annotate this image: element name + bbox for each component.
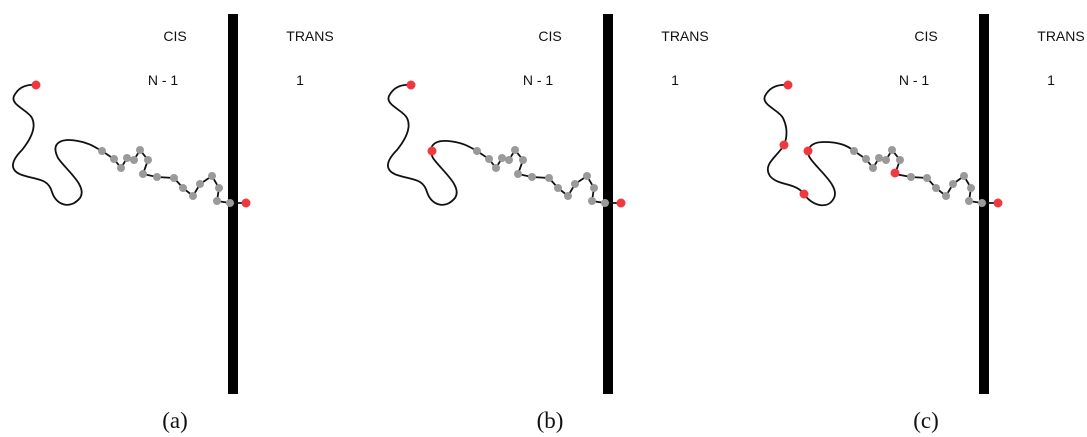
cis-label: CIS bbox=[163, 28, 186, 44]
monomer-bead bbox=[869, 164, 877, 172]
highlighted-monomers bbox=[31, 80, 251, 208]
panel-caption: (c) bbox=[913, 408, 939, 433]
red-monomer bbox=[783, 80, 793, 90]
monomer-bead bbox=[545, 174, 553, 182]
monomer-bead bbox=[590, 184, 598, 192]
monomer-bead bbox=[123, 154, 131, 162]
cis-label: CIS bbox=[538, 28, 561, 44]
panel-c: CIS TRANS N - 1 1 bbox=[763, 14, 1085, 433]
monomer-bead bbox=[485, 155, 493, 163]
chain-beads bbox=[98, 146, 234, 207]
monomer-bead bbox=[528, 173, 536, 181]
monomer-bead bbox=[179, 184, 187, 192]
monomer-bead bbox=[978, 199, 986, 207]
monomer-bead bbox=[492, 164, 500, 172]
cis-count: N - 1 bbox=[148, 72, 179, 88]
red-monomer bbox=[406, 80, 416, 90]
monomer-bead bbox=[896, 156, 904, 164]
monomer-bead bbox=[144, 156, 152, 164]
monomer-bead bbox=[511, 146, 519, 154]
red-monomer bbox=[616, 198, 626, 208]
monomer-bead bbox=[967, 184, 975, 192]
monomer-bead bbox=[875, 154, 883, 162]
monomer-bead bbox=[215, 184, 223, 192]
monomer-bead bbox=[514, 170, 522, 178]
trans-count: 1 bbox=[671, 72, 679, 88]
monomer-bead bbox=[960, 172, 968, 180]
panel-b: CIS TRANS N - 1 1 bbox=[387, 14, 709, 433]
monomer-bead bbox=[196, 180, 204, 188]
monomer-bead bbox=[153, 173, 161, 181]
highlighted-monomers bbox=[779, 80, 1003, 208]
monomer-bead bbox=[942, 192, 950, 200]
monomer-bead bbox=[498, 154, 506, 162]
panel-caption: (a) bbox=[162, 408, 188, 433]
monomer-bead bbox=[949, 180, 957, 188]
monomer-bead bbox=[473, 147, 481, 155]
highlighted-monomers bbox=[406, 80, 626, 208]
monomer-bead bbox=[907, 173, 915, 181]
monomer-bead bbox=[564, 192, 572, 200]
trans-count: 1 bbox=[1047, 72, 1055, 88]
monomer-bead bbox=[170, 174, 178, 182]
cis-count: N - 1 bbox=[523, 72, 554, 88]
monomer-bead bbox=[519, 156, 527, 164]
red-monomer bbox=[31, 80, 41, 90]
monomer-bead bbox=[882, 156, 890, 164]
monomer-bead bbox=[130, 156, 138, 164]
monomer-bead bbox=[862, 155, 870, 163]
monomer-bead bbox=[226, 199, 234, 207]
monomer-bead bbox=[189, 192, 197, 200]
monomer-bead bbox=[888, 146, 896, 154]
red-monomer bbox=[779, 140, 789, 150]
chain-beads bbox=[850, 146, 986, 207]
monomer-bead bbox=[583, 172, 591, 180]
monomer-bead bbox=[554, 184, 562, 192]
monomer-bead bbox=[117, 164, 125, 172]
panel-caption: (b) bbox=[537, 408, 564, 433]
polymer-chain bbox=[763, 83, 998, 207]
monomer-bead bbox=[136, 146, 144, 154]
trans-label: TRANS bbox=[286, 28, 333, 44]
red-monomer bbox=[890, 168, 900, 178]
trans-label: TRANS bbox=[661, 28, 708, 44]
cis-label: CIS bbox=[914, 28, 937, 44]
monomer-bead bbox=[588, 197, 596, 205]
monomer-bead bbox=[923, 174, 931, 182]
monomer-bead bbox=[571, 180, 579, 188]
red-monomer bbox=[427, 146, 437, 156]
monomer-bead bbox=[850, 147, 858, 155]
monomer-bead bbox=[110, 155, 118, 163]
red-monomer bbox=[799, 189, 809, 199]
polymer-chain bbox=[387, 83, 621, 206]
cis-count: N - 1 bbox=[899, 72, 930, 88]
monomer-bead bbox=[98, 147, 106, 155]
red-monomer bbox=[803, 146, 813, 156]
monomer-bead bbox=[208, 172, 216, 180]
monomer-bead bbox=[965, 197, 973, 205]
polymer-chain bbox=[12, 83, 246, 206]
monomer-bead bbox=[213, 197, 221, 205]
trans-count: 1 bbox=[296, 72, 304, 88]
monomer-bead bbox=[932, 184, 940, 192]
chain-beads bbox=[473, 146, 609, 207]
red-monomer bbox=[993, 198, 1003, 208]
trans-label: TRANS bbox=[1037, 28, 1084, 44]
panel-a: CIS TRANS N - 1 1 (a) bbox=[12, 14, 334, 433]
monomer-bead bbox=[139, 170, 147, 178]
monomer-bead bbox=[505, 156, 513, 164]
red-monomer bbox=[241, 198, 251, 208]
monomer-bead bbox=[601, 199, 609, 207]
